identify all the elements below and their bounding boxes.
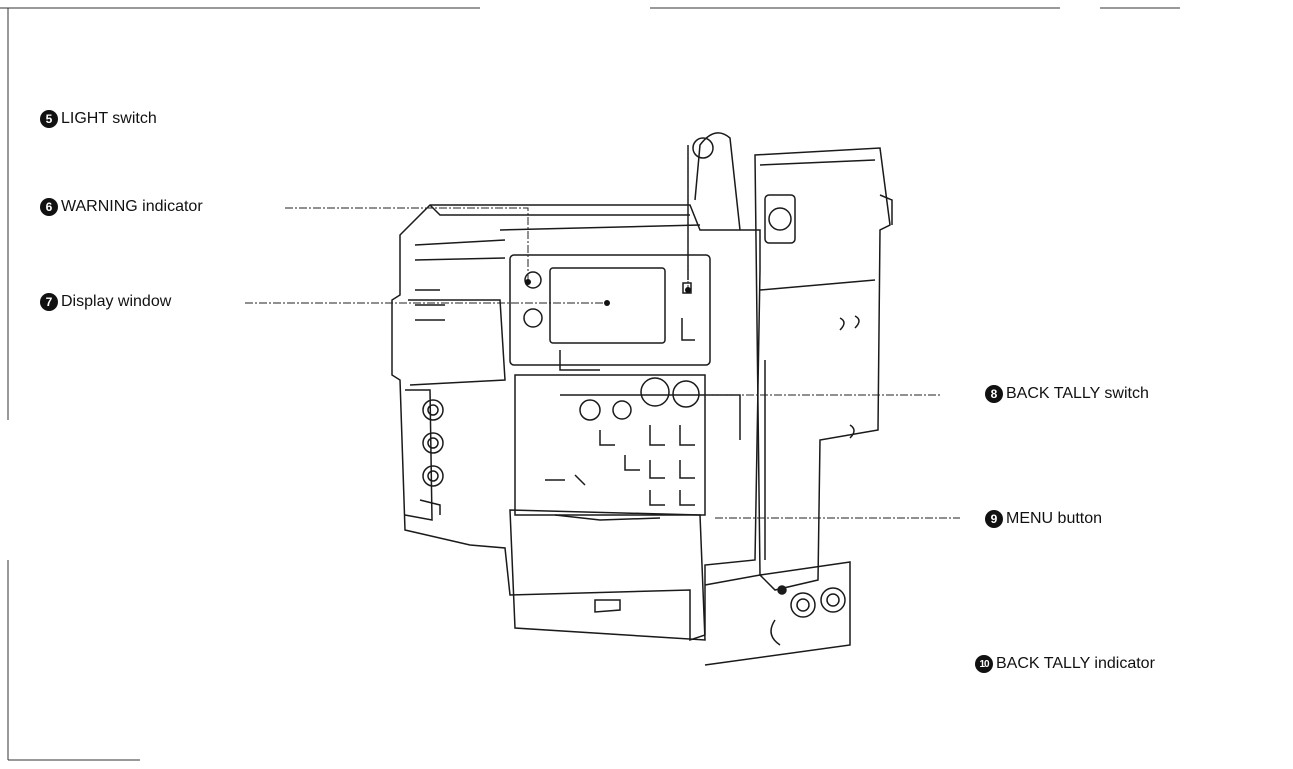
callout-text: WARNING indicator <box>61 198 203 215</box>
page-border <box>0 7 1180 761</box>
callout-menu-button: 9 MENU button <box>985 510 1102 528</box>
callout-number-badge: 8 <box>985 385 1003 403</box>
callout-text: Display window <box>61 293 172 310</box>
callout-display-window: 7 Display window <box>40 293 171 311</box>
callout-warning-indicator: 6 WARNING indicator <box>40 198 203 216</box>
callout-back-tally-switch: 8 BACK TALLY switch <box>985 385 1149 403</box>
callout-text: MENU button <box>1006 510 1103 527</box>
callout-back-tally-indicator: 10 BACK TALLY indicator <box>975 655 1155 673</box>
camera-body <box>391 132 893 666</box>
callout-number-badge: 7 <box>40 293 58 311</box>
callout-text: BACK TALLY indicator <box>996 655 1155 672</box>
callout-light-switch: 5 LIGHT switch <box>40 110 157 128</box>
callout-number-badge: 10 <box>975 655 993 673</box>
callout-number-badge: 6 <box>40 198 58 216</box>
callout-number-badge: 9 <box>985 510 1003 528</box>
leader-dots <box>525 279 691 306</box>
callout-text: BACK TALLY switch <box>1006 385 1149 402</box>
leader-lines <box>245 145 960 519</box>
callout-number-badge: 5 <box>40 110 58 128</box>
callout-text: LIGHT switch <box>61 110 157 127</box>
